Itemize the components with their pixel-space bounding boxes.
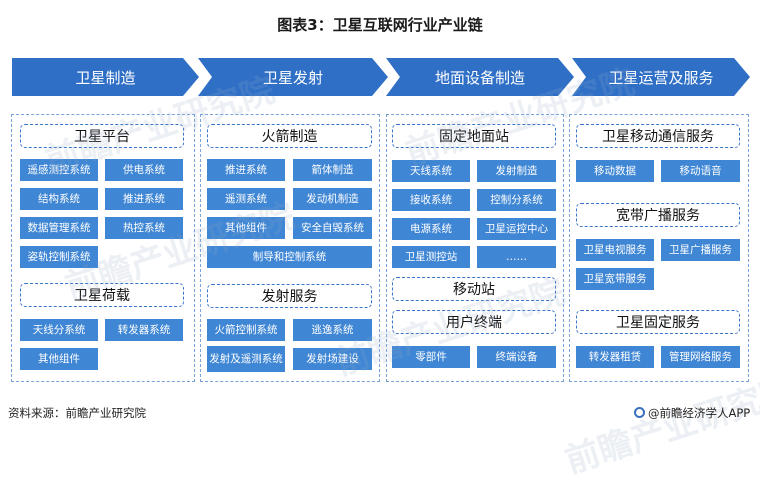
- section-mobile-station: 移动站: [392, 277, 556, 301]
- item-box: 管理网络服务: [661, 346, 740, 368]
- qianzhan-logo-icon: [634, 407, 645, 418]
- item-box: 发射场建设: [293, 348, 372, 370]
- column-operation-service: [569, 114, 749, 382]
- stage-label: 卫星制造: [75, 68, 136, 87]
- item-box: 供电系统: [105, 159, 183, 181]
- item-box: 箭体制造: [293, 159, 372, 181]
- item-box: 火箭控制系统: [207, 319, 285, 341]
- column-satellite-manufacturing: [11, 114, 195, 382]
- item-box: 发射制造: [477, 160, 556, 182]
- item-box-wide: 制导和控制系统: [207, 246, 372, 268]
- item-box: 推进系统: [207, 159, 285, 181]
- section-broadband-broadcast-service: 宽带广播服务: [576, 203, 740, 227]
- section-satellite-payload: 卫星荷载: [20, 283, 184, 307]
- stage-arrow-satellite-launch: 卫星发射: [198, 58, 388, 96]
- item-box: 接收系统: [392, 189, 470, 211]
- brand-credit: @前瞻经济学人APP: [634, 405, 750, 421]
- item-box: 热控系统: [105, 217, 183, 239]
- item-box: 移动语音: [661, 160, 740, 182]
- item-box: 姿轨控制系统: [20, 246, 98, 268]
- brand-text: @前瞻经济学人APP: [648, 406, 751, 420]
- item-box: 移动数据: [576, 160, 654, 182]
- section-launch-service: 发射服务: [207, 284, 372, 308]
- item-box: 遥感测控系统: [20, 159, 98, 181]
- item-box: 卫星广播服务: [661, 239, 740, 261]
- item-box: 卫星宽带服务: [576, 268, 654, 290]
- item-box: 零部件: [392, 346, 470, 368]
- chart-title: 图表3：卫星互联网行业产业链: [277, 16, 483, 34]
- item-box: 推进系统: [105, 188, 183, 210]
- item-box: 电源系统: [392, 218, 470, 240]
- stage-label: 卫星发射: [262, 68, 323, 87]
- item-box: 转发器租赁: [576, 346, 654, 368]
- item-box: ……: [477, 246, 556, 268]
- item-box: 终端设备: [477, 346, 556, 368]
- item-box: 天线系统: [392, 160, 470, 182]
- item-box: 发动机制造: [293, 188, 372, 210]
- section-user-terminal: 用户终端: [392, 310, 556, 334]
- section-satellite-platform: 卫星平台: [20, 124, 184, 148]
- item-box: 卫星电视服务: [576, 239, 654, 261]
- item-box: 结构系统: [20, 188, 98, 210]
- item-box: 安全自毁系统: [293, 217, 372, 239]
- item-box: 数据管理系统: [20, 217, 98, 239]
- stage-label: 卫星运营及服务: [608, 68, 714, 87]
- source-note: 资料来源：前瞻产业研究院: [8, 406, 146, 420]
- item-box: 卫星测控站: [392, 246, 470, 268]
- stage-arrow-ground-equipment: 地面设备制造: [386, 58, 574, 96]
- item-box: 发射及遥测系统: [207, 346, 285, 372]
- section-fixed-satellite-service: 卫星固定服务: [576, 310, 740, 334]
- item-box: 卫星运控中心: [477, 218, 556, 240]
- stage-arrow-operation-service: 卫星运营及服务: [572, 58, 750, 96]
- section-fixed-ground-station: 固定地面站: [392, 124, 556, 148]
- item-box: 其他组件: [20, 348, 98, 370]
- section-rocket-manufacturing: 火箭制造: [207, 124, 372, 148]
- item-box: 其他组件: [207, 217, 285, 239]
- item-box: 天线分系统: [20, 319, 98, 341]
- item-box: 遥测系统: [207, 188, 285, 210]
- item-box: 逃逸系统: [293, 319, 372, 341]
- stage-arrow-satellite-manufacturing: 卫星制造: [12, 58, 199, 96]
- item-box: 转发器系统: [105, 319, 183, 341]
- stage-label: 地面设备制造: [434, 68, 525, 87]
- item-box: 控制分系统: [477, 189, 556, 211]
- column-ground-equipment: [386, 114, 564, 382]
- section-mobile-comm-service: 卫星移动通信服务: [576, 124, 740, 148]
- column-satellite-launch: [200, 114, 380, 382]
